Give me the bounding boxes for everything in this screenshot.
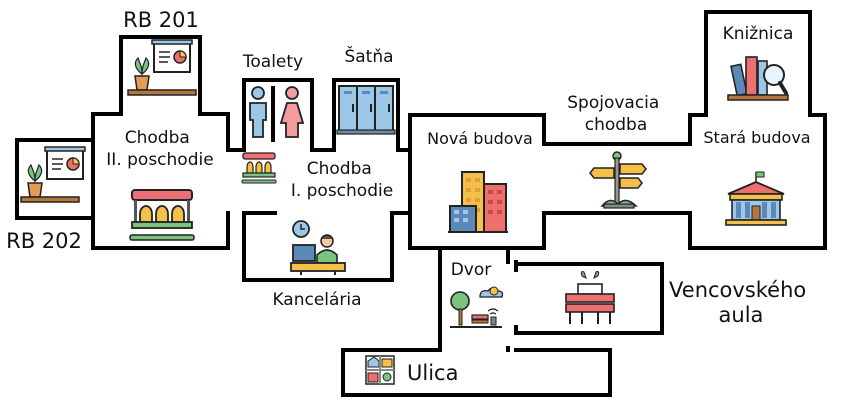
wall-vencovskeho xyxy=(514,262,664,335)
presentation-board-icon xyxy=(20,146,86,203)
room-label-vencovskeho-line2: aula xyxy=(719,303,764,327)
room-label-rb202: RB 202 xyxy=(6,229,82,253)
room-label-spojovacia-line2: chodba xyxy=(585,115,648,135)
wall-chodba-1 xyxy=(226,113,546,215)
street-map-icon xyxy=(365,355,395,385)
room-label-spojovacia: Spojovacia chodba xyxy=(567,93,664,135)
park-icon xyxy=(450,286,504,328)
room-label-stara-budova: Stará budova xyxy=(703,128,810,147)
room-label-chodba-1-line2: I. poschodie xyxy=(291,181,393,201)
room-label-kniznica: Knižnica xyxy=(723,24,794,44)
room-label-chodba-2-line2: II. poschodie xyxy=(106,150,213,170)
wall-chodba-2 xyxy=(91,112,230,250)
wall-kancelaria xyxy=(242,211,394,282)
wall-satna xyxy=(332,78,400,152)
books-icon xyxy=(727,56,789,101)
wall-kniznica xyxy=(704,10,812,117)
museum-building-icon xyxy=(725,171,787,226)
room-label-spojovacia-line1: Spojovacia xyxy=(567,93,659,113)
lockers-icon xyxy=(336,85,396,135)
waiting-chairs-icon xyxy=(129,189,195,241)
wall-nova-budova xyxy=(408,211,546,250)
room-label-ulica: Ulica xyxy=(407,361,458,385)
wall-stara-budova xyxy=(688,113,827,250)
room-label-toalety: Toalety xyxy=(242,52,303,72)
city-buildings-icon xyxy=(448,171,508,233)
restroom-icon xyxy=(249,86,305,138)
presentation-board-icon xyxy=(127,39,197,96)
wall-rb201 xyxy=(119,35,202,116)
room-label-chodba-2: Chodba II. poschodie xyxy=(106,128,213,170)
signpost-icon xyxy=(589,151,647,209)
room-label-chodba-1-line1: Chodba xyxy=(307,159,372,179)
wall-rb202 xyxy=(15,138,95,220)
wall-ulica xyxy=(341,348,612,397)
waiting-chairs-icon xyxy=(241,152,277,184)
room-label-rb201: RB 201 xyxy=(123,8,199,32)
walls xyxy=(15,10,827,397)
room-label-vencovskeho: Vencovského aula xyxy=(669,278,813,327)
room-label-vencovskeho-line1: Vencovského xyxy=(669,278,806,302)
wall-dvor xyxy=(438,246,518,352)
room-label-chodba-2-line1: Chodba xyxy=(125,128,190,148)
room-label-kancelaria: Kancelária xyxy=(272,290,361,310)
lecture-hall-icon xyxy=(565,271,615,324)
room-label-satna: Šatňa xyxy=(344,45,393,67)
room-label-dvor: Dvor xyxy=(451,260,492,280)
office-worker-icon xyxy=(290,220,346,275)
wall-toalety xyxy=(242,78,314,152)
room-label-nova-budova: Nová budova xyxy=(427,129,533,148)
room-label-chodba-1: Chodba I. poschodie xyxy=(291,159,393,201)
wall-spojovacia xyxy=(542,142,692,215)
